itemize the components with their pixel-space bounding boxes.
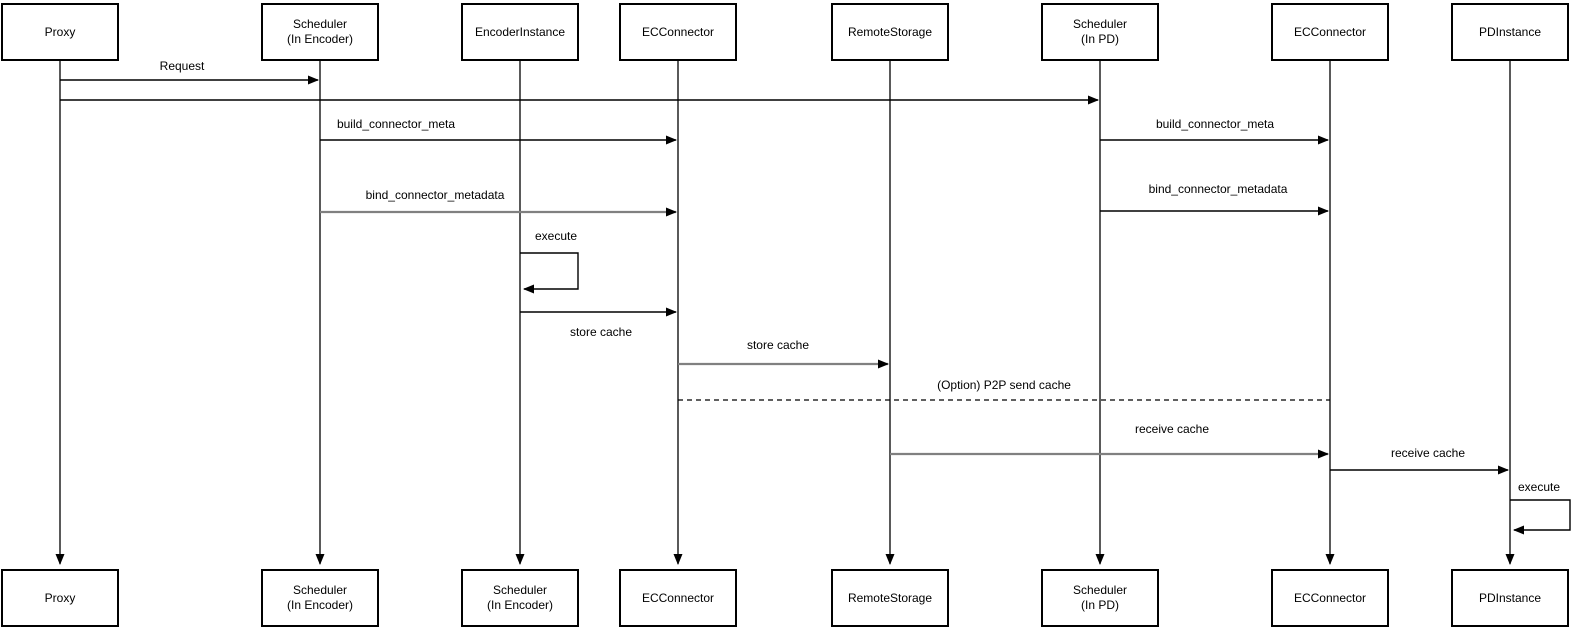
label-store-cache-2: store cache	[744, 338, 812, 352]
label-receive-cache-1: receive cache	[1132, 422, 1212, 436]
actor-bottom-remote-storage: RemoteStorage	[831, 569, 949, 627]
label-request: Request	[157, 59, 207, 73]
actor-bottom-ecconnector-right: ECConnector	[1271, 569, 1389, 627]
label-build-connector-meta-left: build_connector_meta	[334, 117, 458, 131]
actor-top-proxy: Proxy	[1, 3, 119, 61]
actor-bottom-pdinstance: PDInstance	[1451, 569, 1569, 627]
label-build-connector-meta-right: build_connector_meta	[1153, 117, 1277, 131]
actor-top-remote-storage: RemoteStorage	[831, 3, 949, 61]
actor-bottom-scheduler-encoder: Scheduler(In Encoder)	[261, 569, 379, 627]
actor-bottom-scheduler-encoder-2: Scheduler(In Encoder)	[461, 569, 579, 627]
actor-bottom-scheduler-pd: Scheduler(In PD)	[1041, 569, 1159, 627]
label-receive-cache-2: receive cache	[1388, 446, 1468, 460]
actor-top-encoder-instance: EncoderInstance	[461, 3, 579, 61]
label-store-cache-1: store cache	[567, 325, 635, 339]
label-execute-pd: execute	[1515, 480, 1563, 494]
actor-top-ecconnector-left: ECConnector	[619, 3, 737, 61]
actor-top-scheduler-pd: Scheduler(In PD)	[1041, 3, 1159, 61]
actor-top-ecconnector-right: ECConnector	[1271, 3, 1389, 61]
actor-bottom-ecconnector-left: ECConnector	[619, 569, 737, 627]
actor-top-pdinstance: PDInstance	[1451, 3, 1569, 61]
self-loop-execute-pd	[1510, 499, 1571, 535]
label-execute-encoder: execute	[532, 229, 580, 243]
self-loop-execute-encoder	[520, 252, 579, 294]
actor-bottom-proxy: Proxy	[1, 569, 119, 627]
label-bind-connector-metadata-right: bind_connector_metadata	[1146, 182, 1290, 196]
label-bind-connector-metadata-left: bind_connector_metadata	[363, 188, 507, 202]
label-p2p-send-cache: (Option) P2P send cache	[935, 378, 1073, 392]
actor-top-scheduler-encoder: Scheduler(In Encoder)	[261, 3, 379, 61]
